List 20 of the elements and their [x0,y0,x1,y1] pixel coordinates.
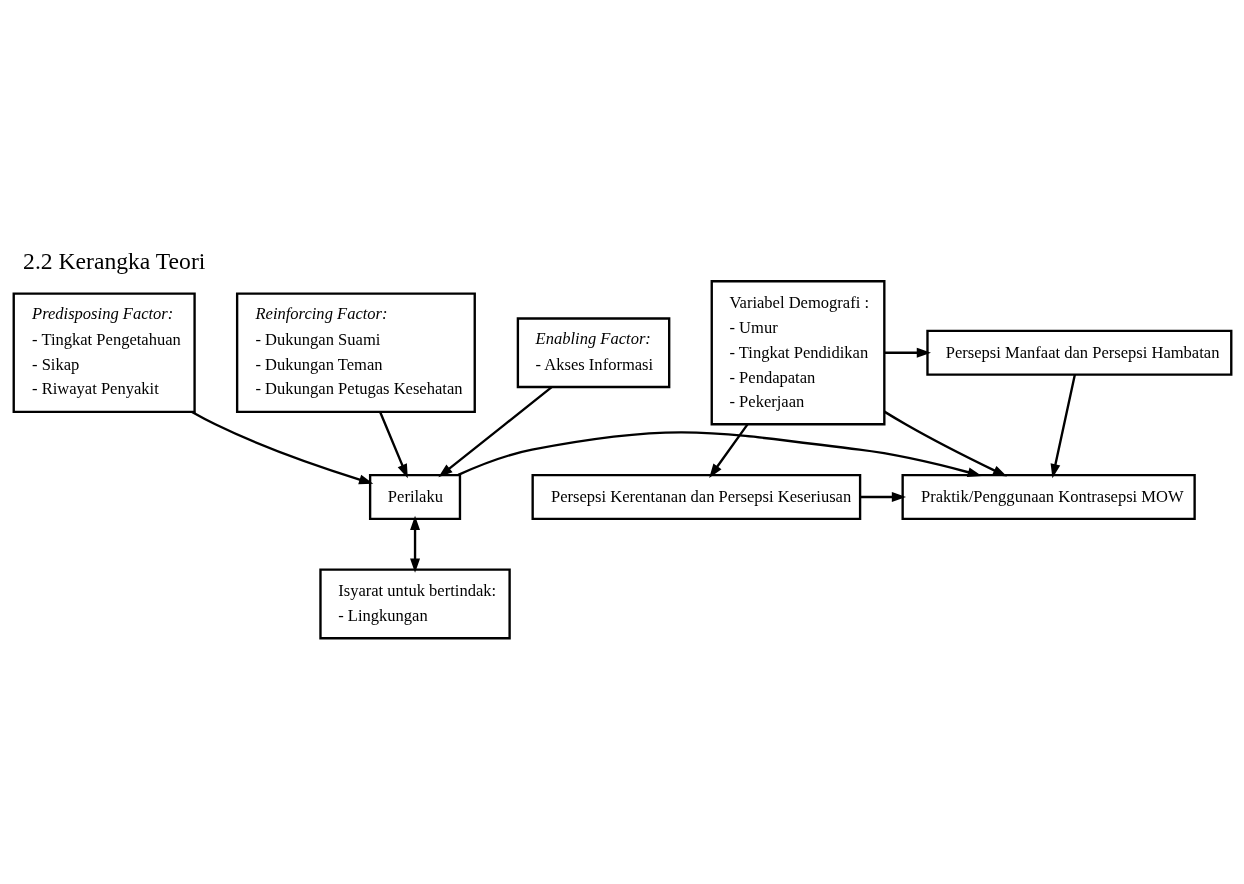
node-box: Isyarat untuk bertindak: - Lingkungan [318,568,511,640]
node-box: Praktik/Penggunaan Kontrasepsi MOW [900,473,1196,520]
arrow [437,386,552,478]
node-box: Persepsi Kerentanan dan Persepsi Keseriusan [531,473,861,520]
arrow [409,515,420,573]
node-box: Enabling Factor: - Akses Informasi [516,317,670,389]
arrow [859,492,906,502]
node-box: Variabel Demografi : - Umur - Tingkat Pendidikan - Pendapatan - Pekerjaan [710,280,885,426]
arrow [1050,374,1076,479]
node-box: Perilaku [368,473,461,520]
arrow [378,411,408,479]
node-box: Predisposing Factor: - Tingkat Pengetahuan - Sikap - Riwayat Penyakit [12,292,196,414]
arrow [884,347,931,358]
node-box: Persepsi Manfaat dan Persepsi Hambatan [925,329,1232,376]
arrow [190,410,373,485]
arrow [457,431,982,478]
node-box: Reinforcing Factor: - Dukungan Suami - Dukungan Teman - Dukungan Petugas Kesehatan [235,292,476,414]
arrow [708,423,748,478]
arrow [883,410,1007,477]
diagram-title: 2.2 Kerangka Teori [22,248,205,275]
